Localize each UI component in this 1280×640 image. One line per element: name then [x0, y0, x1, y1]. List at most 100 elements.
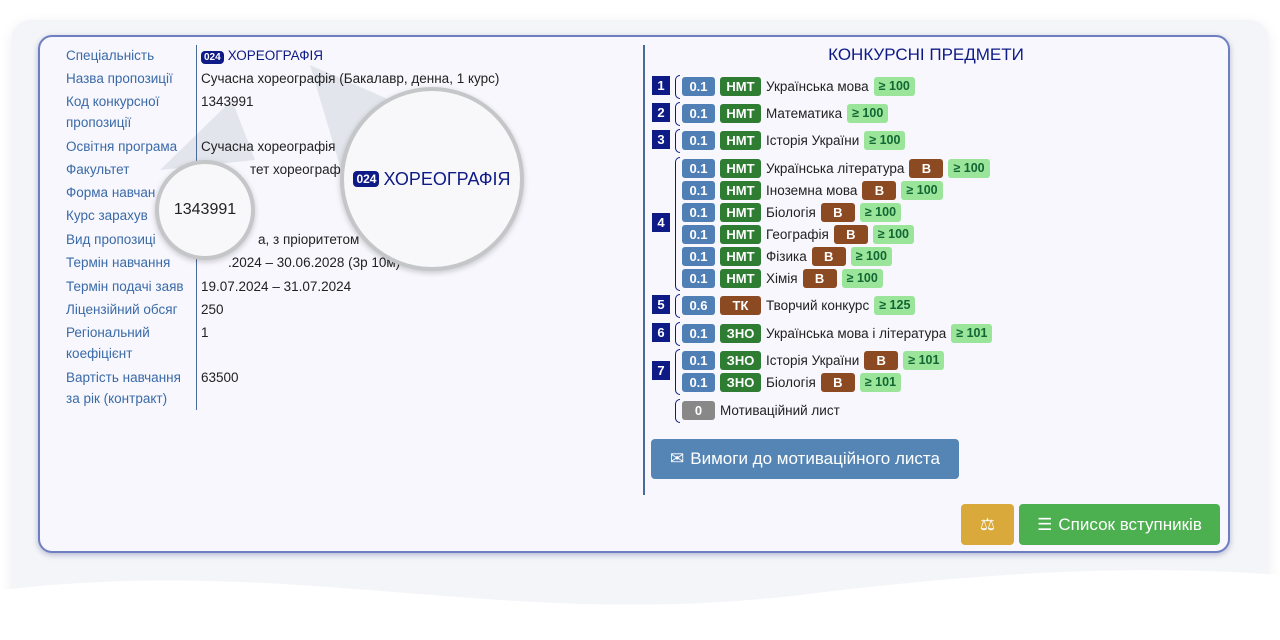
subject-name: Біологія: [766, 374, 816, 390]
wave-decoration: [0, 570, 1280, 640]
info-value: 1: [201, 325, 209, 340]
weight-badge: 0.1: [682, 202, 715, 222]
exam-type-badge: НМТ: [720, 180, 761, 200]
elective-badge: В: [864, 350, 899, 370]
subject-name: Математика: [766, 105, 843, 121]
info-value: 63500: [201, 370, 239, 385]
offer-card: [38, 35, 1230, 553]
elective-badge: В: [820, 372, 855, 392]
exam-type-badge: НМТ: [720, 268, 761, 288]
info-label: Код конкурсної пропозиції: [66, 94, 160, 130]
group-bracket: [675, 157, 680, 291]
subject-name: Творчий конкурс: [766, 297, 870, 313]
group-bracket: [675, 349, 680, 395]
subject-row: 0 Мотиваційний лист: [682, 400, 840, 420]
min-score-badge: ≥ 100: [841, 268, 883, 288]
subject-name: Фізика: [766, 248, 807, 264]
exam-type-badge: НМТ: [720, 130, 761, 150]
subject-name: Українська мова: [766, 78, 869, 94]
info-value: а, з пріоритетом: [258, 232, 360, 247]
min-score-badge: ≥ 100: [847, 103, 889, 123]
group-number: 2: [652, 103, 670, 122]
info-label: Курс зарахув: [66, 208, 148, 223]
weight-badge: 0: [682, 400, 715, 420]
group-bracket: [675, 399, 680, 423]
min-score-badge: ≥ 101: [951, 323, 993, 343]
subject-name: Географія: [766, 226, 829, 242]
section-divider: [643, 45, 645, 495]
group-bracket: [675, 322, 680, 346]
weight-badge: 0.1: [682, 372, 715, 392]
group-number: 4: [652, 213, 670, 232]
info-value: 250: [201, 302, 224, 317]
subject-name: Біологія: [766, 204, 816, 220]
letter-requirements-button[interactable]: ✉Вимоги до мотиваційного листа: [651, 439, 959, 479]
applicants-list-button[interactable]: ☰Список вступників: [1019, 504, 1220, 545]
info-value: .2024 – 30.06.2028 (3р 10м): [228, 255, 401, 270]
exam-type-badge: НМТ: [720, 202, 761, 222]
subject-name: Хімія: [766, 270, 798, 286]
exam-type-badge: НМТ: [720, 103, 761, 123]
exam-type-badge: ЗНО: [720, 323, 761, 343]
group-number: 5: [652, 295, 670, 314]
weight-badge: 0.1: [682, 103, 715, 123]
info-label: Освітня програма: [66, 139, 178, 154]
min-score-badge: ≥ 100: [859, 202, 902, 222]
info-label: Факультет: [66, 162, 130, 177]
subject-name: Мотиваційний лист: [720, 402, 840, 418]
info-value: 19.07.2024 – 31.07.2024: [201, 279, 352, 294]
subjects-title: КОНКУРСНІ ПРЕДМЕТИ: [828, 45, 1024, 64]
weight-badge: 0.6: [682, 295, 715, 315]
group-number: 1: [652, 76, 670, 95]
scale-icon: ⚖: [979, 514, 996, 534]
min-score-badge: ≥ 100: [901, 180, 943, 200]
specialty-code: 024: [201, 51, 224, 64]
weight-badge: 0.1: [682, 350, 715, 370]
info-label: Регіональний коефіцієнт: [66, 325, 150, 361]
elective-badge: В: [802, 268, 837, 288]
min-score-badge: ≥ 100: [948, 158, 990, 178]
info-label: Форма навчан: [66, 185, 156, 200]
info-value: Сучасна хореографія: [201, 139, 336, 154]
weight-badge: 0.1: [682, 246, 715, 266]
info-value: Сучасна хореографія (Бакалавр, денна, 1 …: [201, 71, 500, 86]
exam-type-badge: ЗНО: [720, 372, 761, 392]
min-score-badge: ≥ 101: [859, 372, 902, 392]
group-number: 3: [652, 130, 670, 149]
info-label: Спеціальність: [66, 48, 155, 63]
group-bracket: [675, 102, 680, 126]
envelope-icon: ✉: [670, 449, 685, 468]
info-label: Ліцензійний обсяг: [66, 302, 178, 317]
weight-badge: 0.1: [682, 224, 715, 244]
info-label: Термін подачі заяв: [66, 279, 184, 294]
min-score-badge: ≥ 100: [850, 246, 892, 266]
elective-badge: В: [811, 246, 846, 266]
weight-badge: 0.1: [682, 180, 715, 200]
subject-name: Українська мова і література: [766, 325, 947, 341]
list-icon: ☰: [1037, 514, 1053, 534]
group-bracket: [675, 294, 680, 318]
group-bracket: [675, 129, 680, 153]
subject-name: Іноземна мова: [766, 182, 858, 198]
elective-badge: В: [833, 224, 868, 244]
specialty-name[interactable]: ХОРЕОГРАФІЯ: [227, 48, 323, 63]
weight-badge: 0.1: [682, 158, 715, 178]
exam-type-badge: НМТ: [720, 76, 761, 96]
exam-type-badge: НМТ: [720, 246, 761, 266]
min-score-badge: ≥ 100: [872, 224, 914, 244]
compare-button[interactable]: ⚖: [961, 504, 1014, 545]
weight-badge: 0.1: [682, 76, 715, 96]
min-score-badge: ≥ 100: [864, 130, 906, 150]
